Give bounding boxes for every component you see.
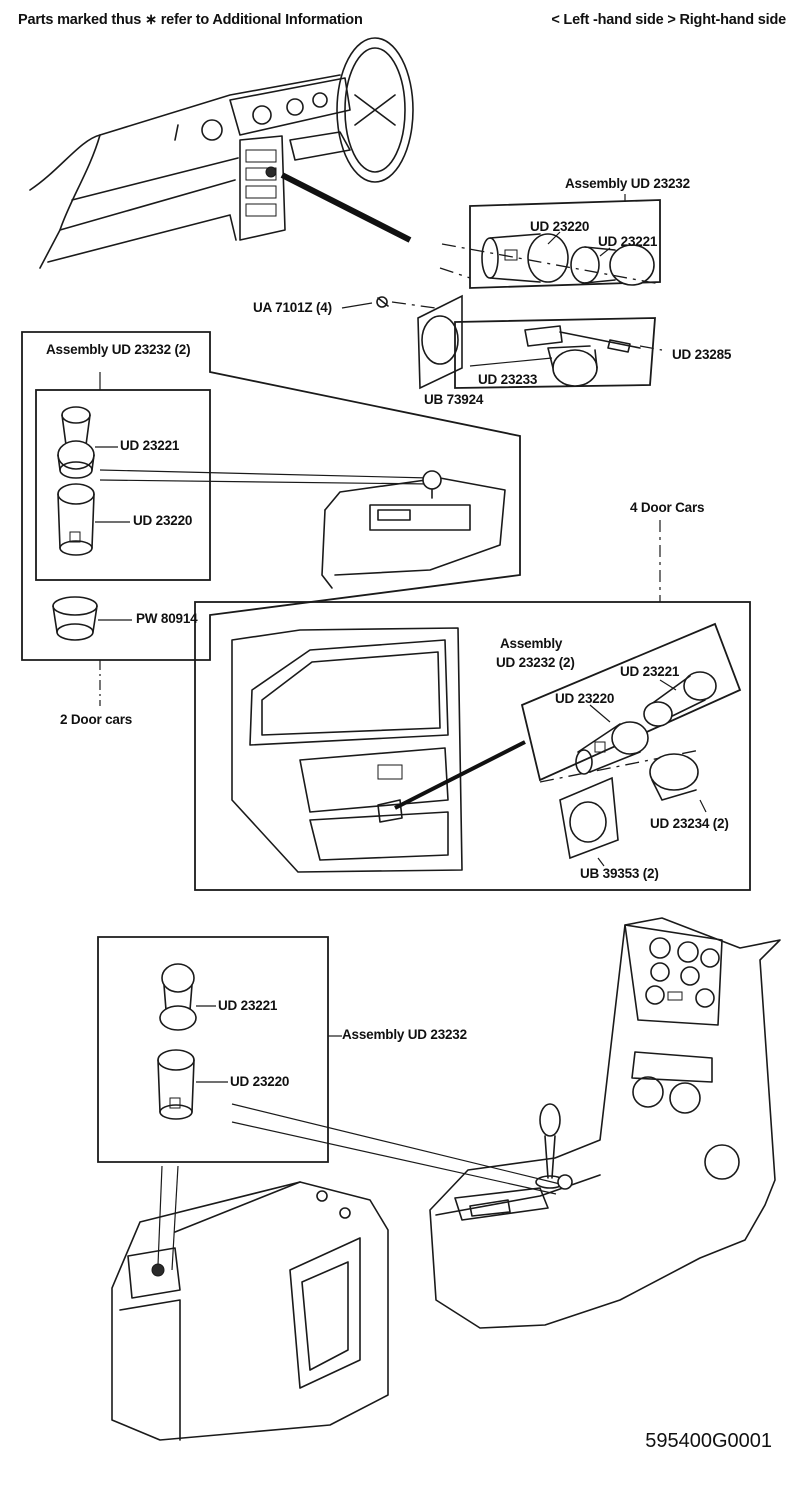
label-ud23221-2door: UD 23221: [120, 438, 180, 453]
figure-number: 595400G0001: [645, 1430, 772, 1452]
additional-info-note: Parts marked thus ∗ refer to Additional …: [18, 12, 363, 28]
label-ud23220-bottom: UD 23220: [230, 1074, 290, 1089]
label-two-door-cars: 2 Door cars: [60, 712, 133, 727]
label-ud23221-bottom: UD 23221: [218, 998, 278, 1013]
label-assembly-4door-line1: Assembly: [500, 636, 563, 651]
label-ud23285: UD 23285: [672, 347, 732, 362]
label-ud23221-top: UD 23221: [598, 234, 658, 249]
label-ud23233: UD 23233: [478, 372, 538, 387]
label-four-door-cars: 4 Door Cars: [630, 500, 705, 515]
label-ub39353: UB 39353 (2): [580, 866, 659, 881]
label-ud23220-top: UD 23220: [530, 219, 590, 234]
label-ud23221-4door: UD 23221: [620, 664, 680, 679]
label-ud23234: UD 23234 (2): [650, 816, 729, 831]
label-ud23220-4door: UD 23220: [555, 691, 615, 706]
label-pw80914: PW 80914: [136, 611, 198, 626]
side-legend: < Left -hand side > Right-hand side: [551, 12, 786, 28]
label-assembly-ud23232-top: Assembly UD 23232: [565, 176, 690, 191]
top-assembly-group: [341, 194, 663, 390]
label-ud23220-2door: UD 23220: [133, 513, 193, 528]
label-assembly-ud23232-bottom: Assembly UD 23232: [342, 1027, 467, 1042]
four-door-group: [194, 520, 751, 891]
two-door-group: [21, 331, 521, 706]
label-ub73924: UB 73924: [424, 392, 484, 407]
label-ua7101z: UA 7101Z (4): [253, 300, 332, 315]
dashboard-illustration: [29, 37, 414, 269]
label-assembly-4door-line2: UD 23232 (2): [496, 655, 575, 670]
label-assembly-ud23232-2door: Assembly UD 23232 (2): [46, 342, 191, 357]
bottom-assembly-group: [97, 917, 781, 1441]
